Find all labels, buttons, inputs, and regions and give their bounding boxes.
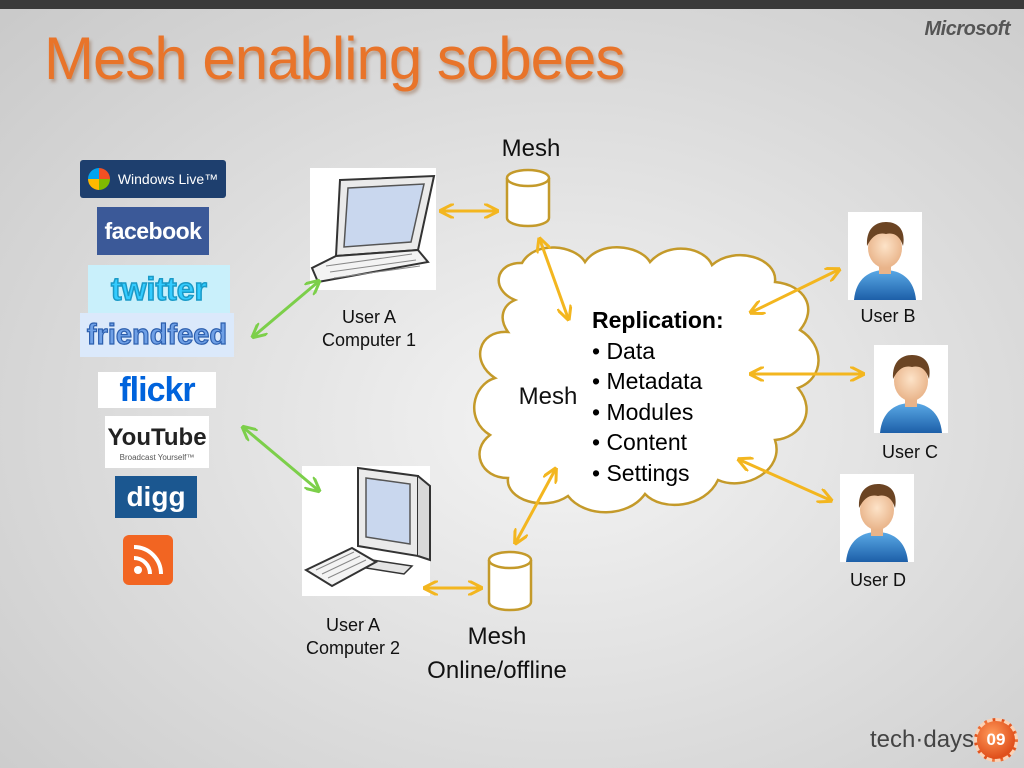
replication-item-content: • Content	[592, 429, 687, 455]
facebook-logo: facebook	[97, 207, 209, 255]
user-b-label: User B	[860, 306, 916, 326]
computer1-label: User A Computer 1	[321, 307, 417, 350]
arrow-cloud-mesh-bottom	[516, 470, 555, 542]
replication-item-data: • Data	[592, 337, 656, 364]
mesh-cylinder-bottom-icon	[487, 550, 533, 612]
computer2-label: User A Computer 2	[305, 615, 401, 658]
techdays-09-badge: 09	[974, 718, 1018, 762]
techdays-logo: tech·days	[870, 726, 975, 753]
mesh-bottom-label: Mesh Online/offline	[427, 623, 567, 684]
mesh-cylinder-top-icon	[505, 168, 551, 228]
user-b-avatar-icon	[848, 212, 922, 300]
arrow-mesh-cloud	[540, 240, 568, 318]
user-c-label: User C	[881, 442, 938, 462]
microsoft-logo: Microsoft	[924, 18, 1011, 40]
replication-item-modules: • Modules	[592, 398, 694, 425]
replication-heading: Replication:	[592, 307, 724, 333]
rss-feed-icon	[123, 535, 173, 585]
user-d-label: User D	[849, 570, 906, 590]
laptop-icon	[310, 168, 436, 290]
twitter-logo: twitter	[88, 265, 230, 313]
replication-list: Replication: • Data • Metadata • Modules…	[592, 305, 724, 488]
mesh-cloud-label: Mesh	[518, 383, 578, 410]
slide-title: Mesh enabling sobees	[44, 25, 625, 92]
arrow-services-computer2	[244, 428, 318, 490]
youtube-logo: YouTube Broadcast Yourself™	[105, 416, 209, 468]
windows-flag-icon	[87, 168, 110, 190]
arrow-services-computer1	[254, 282, 318, 336]
replication-item-settings: • Settings	[592, 459, 690, 486]
flickr-logo: flickr	[98, 371, 216, 409]
top-bar	[0, 0, 1024, 9]
mesh-top-label: Mesh	[501, 135, 561, 162]
user-d-avatar-icon	[840, 474, 914, 562]
windows-live-logo: Windows Live™	[80, 160, 226, 198]
friendfeed-logo: friendfeed	[80, 313, 234, 357]
user-c-avatar-icon	[874, 345, 948, 433]
desktop-computer-icon	[302, 466, 431, 596]
arrow-cloud-user-b	[752, 270, 838, 312]
rss-waves-icon	[133, 545, 163, 575]
arrow-cloud-user-d	[740, 460, 830, 500]
digg-logo: digg	[115, 476, 197, 518]
replication-item-metadata: • Metadata	[592, 368, 703, 394]
